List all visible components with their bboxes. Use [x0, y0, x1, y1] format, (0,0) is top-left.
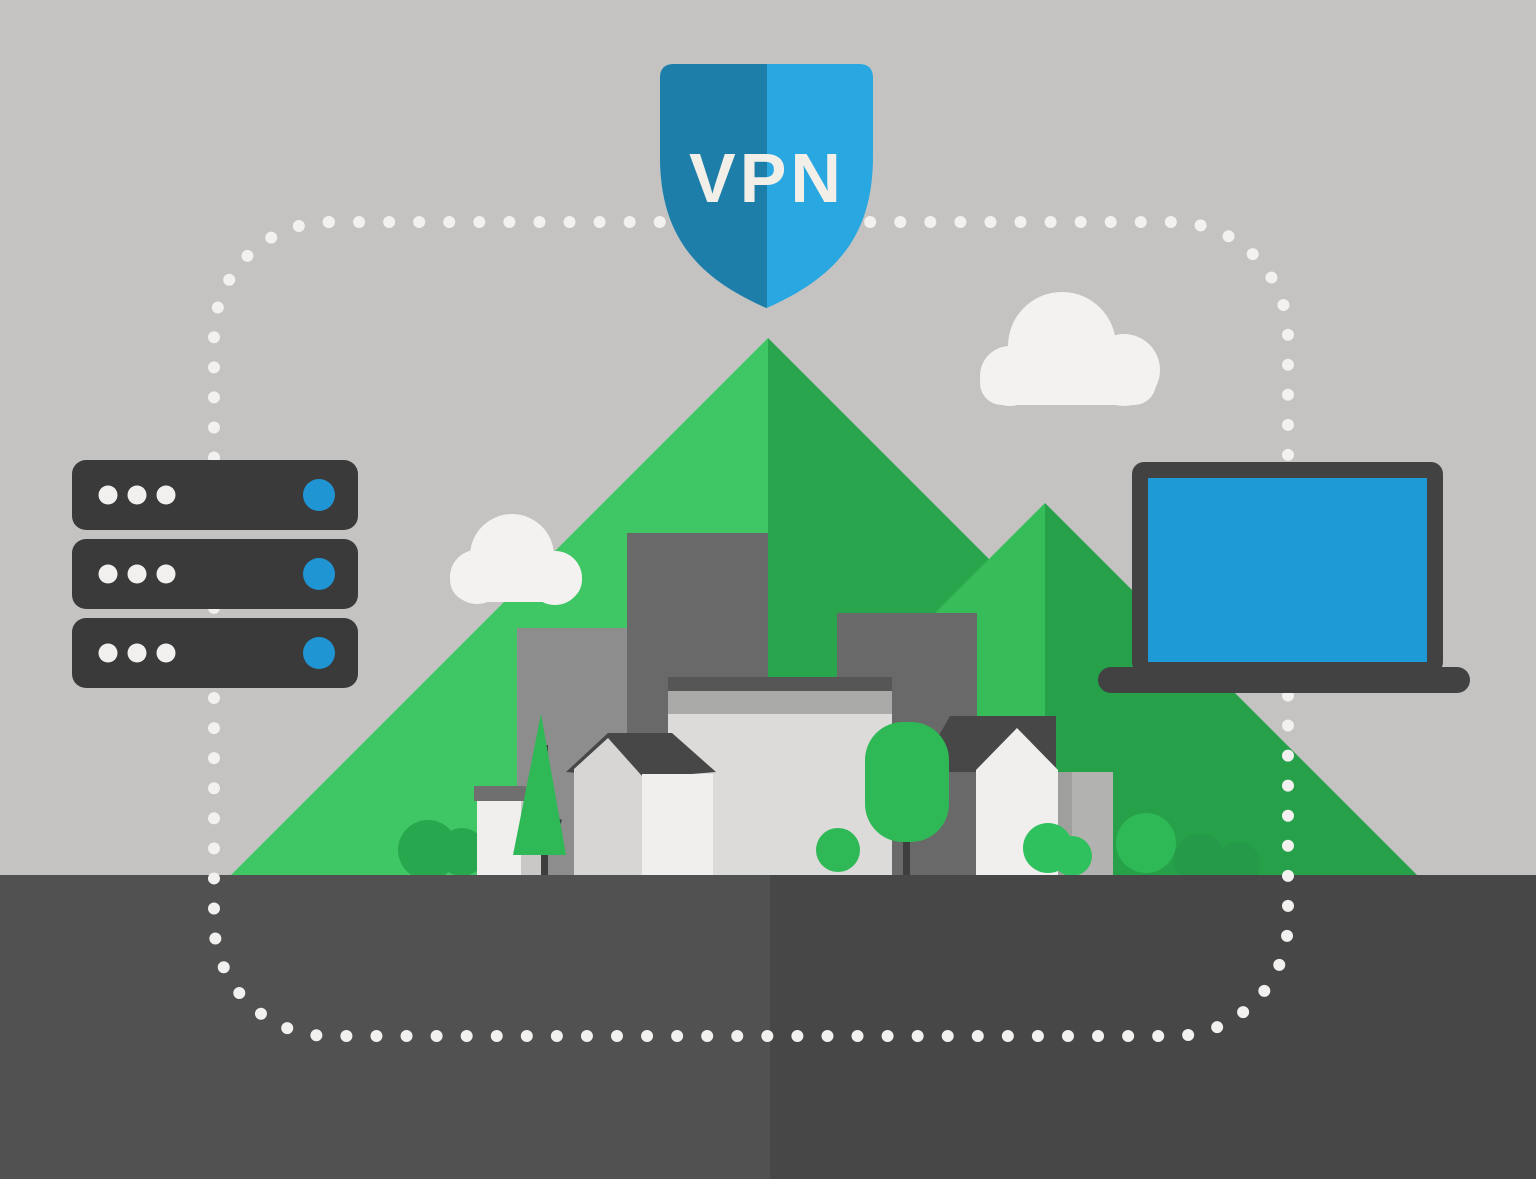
pine-canopy — [513, 714, 566, 855]
round-tree-canopy — [865, 722, 949, 842]
rack-led — [303, 558, 335, 590]
house-flat-roof-slab — [474, 786, 526, 801]
shield-left-half — [660, 64, 767, 308]
bush-far-a — [1116, 813, 1176, 873]
pine-tree — [513, 714, 566, 875]
laptop-screen — [1148, 478, 1427, 662]
rack-dot — [98, 564, 118, 584]
rack-dot — [98, 485, 118, 505]
bush-left — [398, 820, 486, 880]
server-rack-unit — [72, 460, 358, 530]
shield-label: VPN — [689, 139, 845, 217]
rack-dot — [156, 643, 176, 663]
server-stack-icon — [72, 460, 358, 688]
server-rack-unit — [72, 618, 358, 688]
rack-dot — [127, 643, 147, 663]
laptop-base — [1098, 667, 1470, 693]
ground-right — [770, 875, 1536, 1179]
rack-dot — [156, 485, 176, 505]
laptop-icon — [1098, 462, 1470, 693]
cloud-left-icon — [450, 514, 582, 605]
house-center-gable — [574, 738, 642, 875]
vpn-shield-icon: VPN — [660, 64, 873, 308]
wide-block-band — [668, 691, 892, 714]
house-center-wall — [642, 774, 713, 875]
wide-block-roof — [668, 677, 892, 691]
ground — [0, 875, 1536, 1179]
bush-far-b — [1174, 834, 1226, 886]
round-tree — [865, 722, 949, 875]
rack-dot — [127, 485, 147, 505]
rack-dot — [156, 564, 176, 584]
rack-led — [303, 637, 335, 669]
server-rack-unit — [72, 539, 358, 609]
rack-led — [303, 479, 335, 511]
rack-dot — [127, 564, 147, 584]
ground-left — [0, 875, 770, 1179]
house-gabled-center — [566, 733, 716, 875]
house-flat-front — [477, 801, 521, 875]
bush-right-b — [1052, 836, 1092, 876]
cloud-right-icon — [980, 292, 1160, 406]
bush-mid — [816, 828, 860, 872]
rack-dot — [98, 643, 118, 663]
